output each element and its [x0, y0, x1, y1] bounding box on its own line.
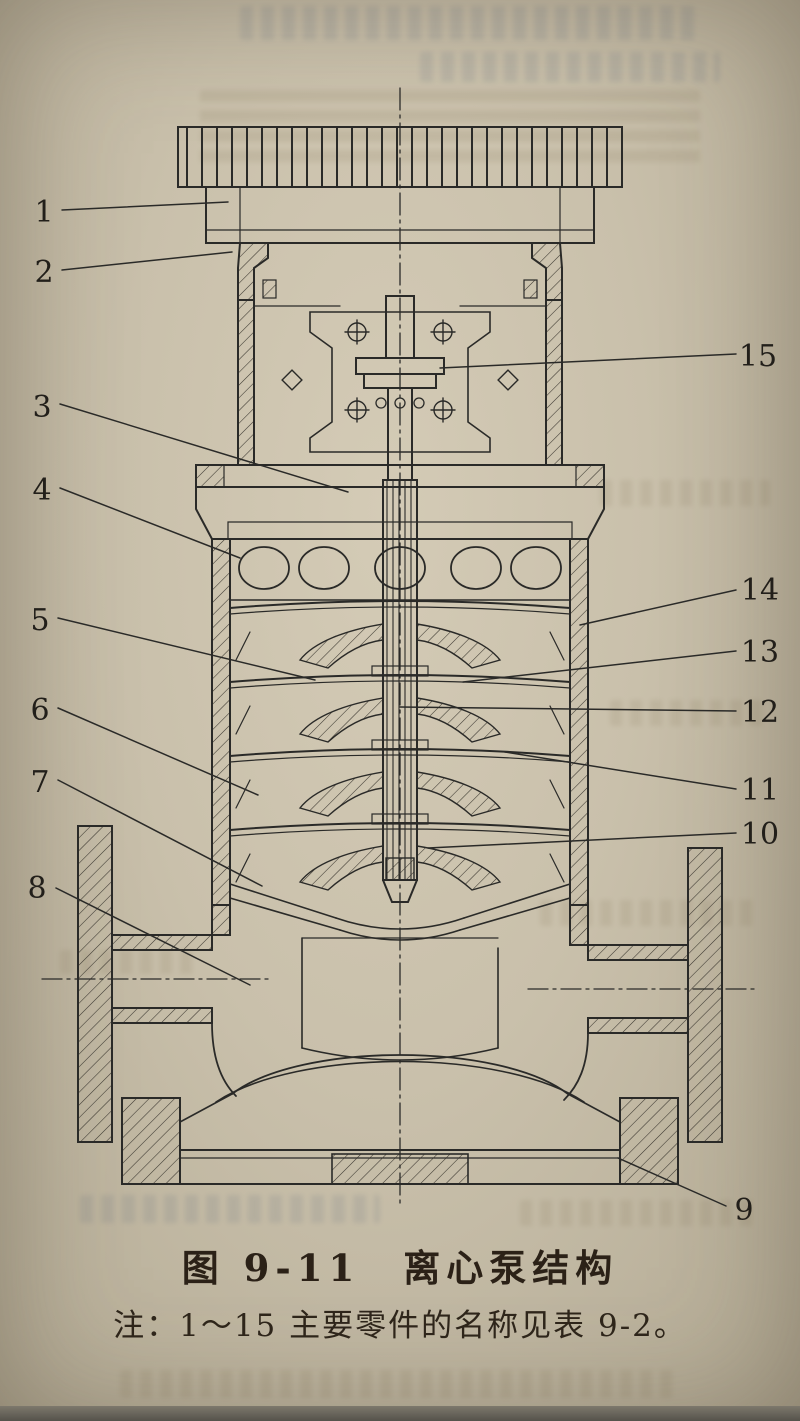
callout-label-15: 15: [738, 339, 778, 374]
callout-label-13: 13: [740, 635, 780, 670]
callout-label-10: 10: [740, 817, 780, 852]
callout-leader-lines: [55, 201, 737, 1207]
figure-note: 注：1～15 主要零件的名称见表 9-2。: [113, 1308, 687, 1344]
callout-label-7: 7: [30, 765, 50, 800]
callout-label-9: 9: [734, 1193, 754, 1228]
pipe-centerlines: [41, 978, 759, 990]
callout-label-5: 5: [30, 603, 50, 638]
callout-label-1: 1: [34, 195, 54, 230]
callout-label-11: 11: [740, 773, 780, 808]
pump-shaft: [382, 479, 418, 903]
scan-edge-shadow: [0, 1406, 800, 1421]
impeller-stage: [229, 822, 571, 891]
suction-chamber-ports: [238, 546, 562, 590]
callout-label-6: 6: [30, 693, 50, 728]
callout-label-12: 12: [740, 695, 780, 730]
housing-neck: [237, 242, 563, 301]
bearing-bolts: [281, 319, 519, 423]
figure-caption: 图 9-11 离心泵结构: [181, 1246, 619, 1290]
suction-flange-left: [77, 825, 237, 1143]
callout-label-14: 14: [740, 573, 780, 608]
pump-base: [121, 1054, 679, 1185]
casing-bottom-funnel: [229, 883, 571, 941]
bearing-housing: [195, 299, 605, 488]
motor-flange: [177, 126, 623, 244]
callout-label-4: 4: [32, 473, 52, 508]
callout-label-8: 8: [27, 871, 47, 906]
discharge-flange-right: [563, 847, 723, 1143]
callout-label-3: 3: [32, 390, 52, 425]
pump-barrel-casing: [211, 538, 589, 906]
callout-label-2: 2: [34, 255, 54, 290]
lower-casing-chamber: [301, 937, 499, 1061]
